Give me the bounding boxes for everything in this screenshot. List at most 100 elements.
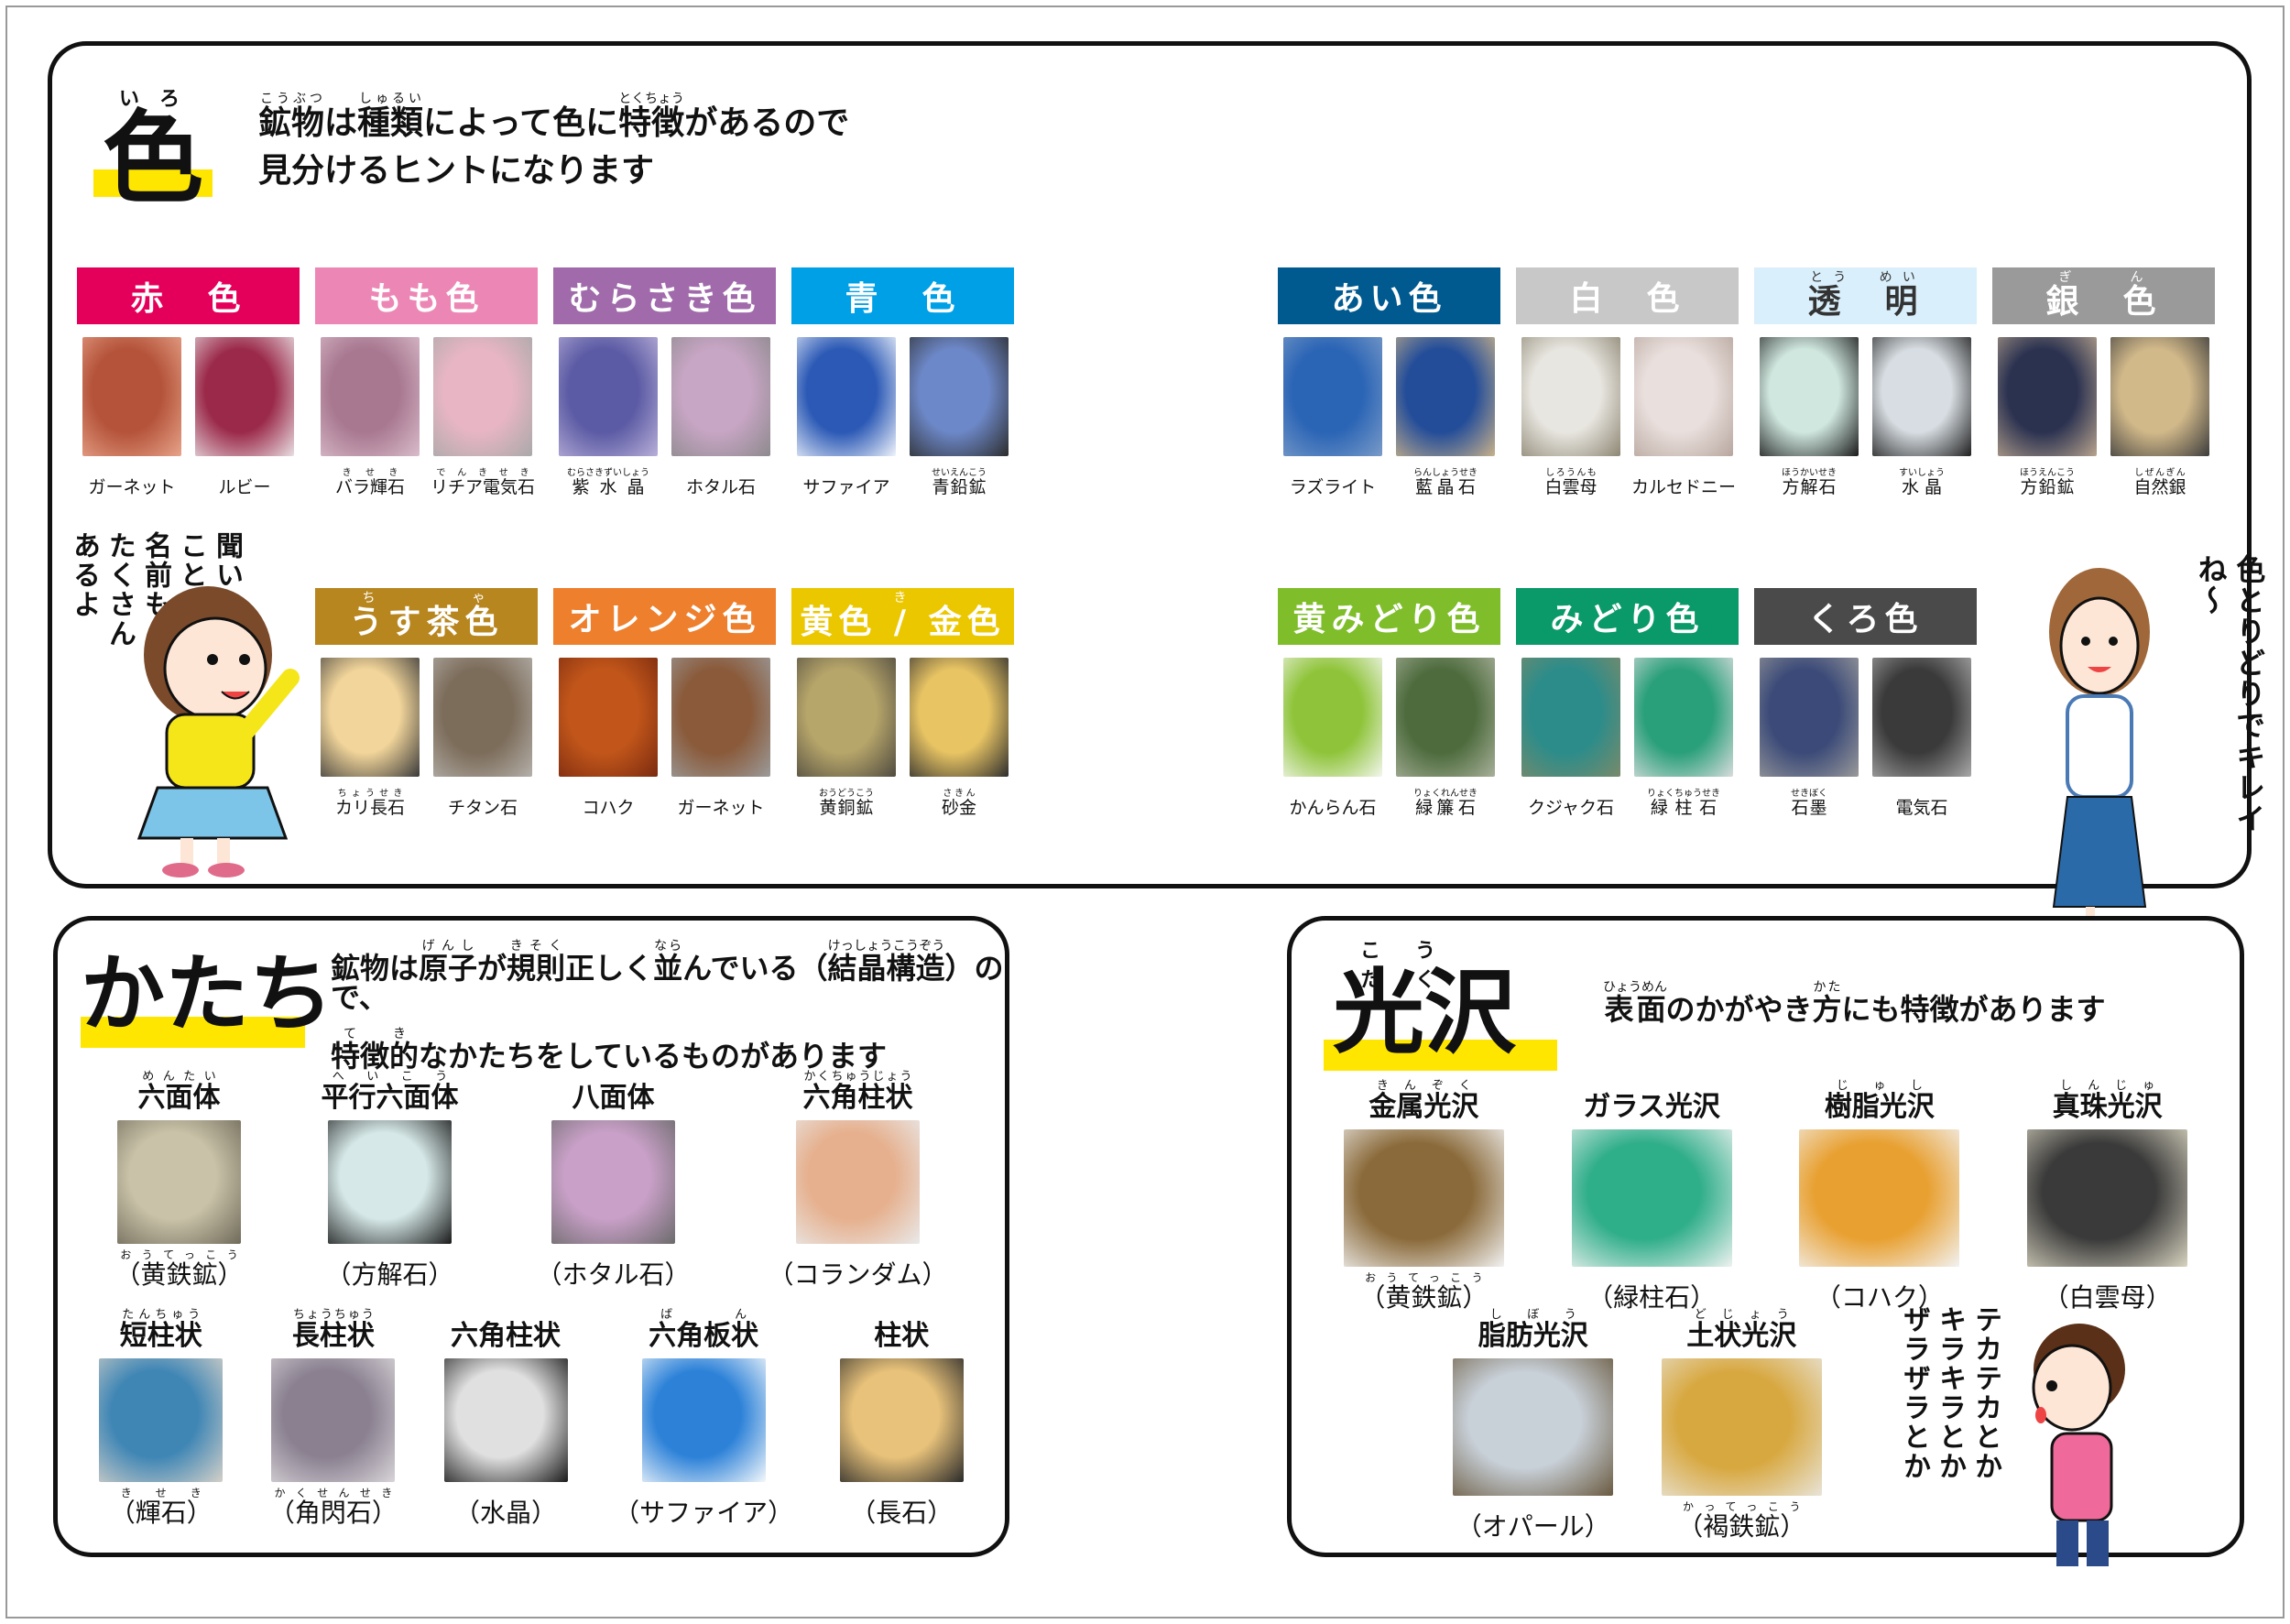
shape-label-text-text: 六角柱状 bbox=[802, 1082, 913, 1114]
color-category-header: もも色 bbox=[315, 267, 538, 324]
page-frame bbox=[5, 5, 2285, 1619]
shape-item: 柱状（長石） bbox=[839, 1305, 964, 1530]
mineral-name-label-ruby: ちょうせき bbox=[334, 789, 405, 799]
color-category-header: 白 色 bbox=[1516, 267, 1739, 324]
mineral-name-label: 紫水晶むらさきずいしょう bbox=[567, 468, 649, 498]
shape-label: 六角板状ばん bbox=[649, 1305, 758, 1353]
shape-label-text: 平行六面体へいこう bbox=[321, 1070, 458, 1115]
mineral-name: コハク bbox=[557, 782, 660, 819]
shape-caption-text-text: （輝石） bbox=[109, 1498, 213, 1528]
mineral-name-label: クジャク石 bbox=[1527, 798, 1615, 818]
shape-caption-text: （角閃石）かくせんせき bbox=[269, 1487, 398, 1530]
gloss-caption-text: （コハク） bbox=[1815, 1282, 1944, 1313]
shape-description: 鉱物は原子げんしが規則きそく正しく並ならんでいる（結晶構造けっしょうこうぞう）の… bbox=[331, 939, 1005, 1085]
mineral-name-label: 石墨せきぼく bbox=[1791, 789, 1827, 819]
color-category-tile: 赤 色ガーネットルビー bbox=[77, 267, 300, 498]
shape-label-text-text: 短柱状 bbox=[119, 1320, 202, 1352]
gloss-label: 樹脂光沢じゅし bbox=[1825, 1076, 1935, 1124]
mineral-sample: 白雲母しろうんも bbox=[1520, 337, 1622, 498]
mineral-name-label-text: 方鉛鉱 bbox=[2020, 477, 2075, 497]
shape-photo bbox=[327, 1120, 452, 1244]
shape-photo bbox=[839, 1358, 964, 1482]
shape-caption-text: （黄鉄鉱）おうてっこう bbox=[114, 1248, 243, 1292]
mineral-name: ガーネット bbox=[670, 782, 772, 819]
shape-photo bbox=[795, 1120, 920, 1244]
color-category-header: みどり色 bbox=[1516, 588, 1739, 645]
color-category-tile: もも色バラ輝石きせきリチア電気石でんきせき bbox=[315, 267, 538, 498]
gloss-caption: （オパール） bbox=[1456, 1499, 1610, 1543]
mineral-pair: 方解石ほうかいせき水晶すいしょう bbox=[1754, 337, 1977, 498]
color-category-tile: 黄色 / 金色き黄銅鉱おうどうこう砂金さきん bbox=[791, 588, 1014, 819]
mineral-name-label-text: リチア電気石 bbox=[431, 477, 536, 497]
mineral-name-label-ruby: さきん bbox=[941, 789, 976, 799]
mineral-pair: 白雲母しろうんもカルセドニー bbox=[1516, 337, 1739, 498]
gloss-caption-text-text: （黄鉄鉱） bbox=[1359, 1282, 1488, 1313]
mineral-name: カリ長石ちょうせき bbox=[319, 782, 421, 819]
color-category-header: 青 色 bbox=[791, 267, 1014, 324]
mineral-name: チタン石 bbox=[431, 782, 534, 819]
gloss-item: 土状光沢どじょう（褐鉄鉱）かってっこう bbox=[1661, 1305, 1822, 1543]
mineral-name-label: 藍晶石らんしょうせき bbox=[1413, 468, 1478, 498]
shape-label-text: 六角板状ばん bbox=[649, 1308, 758, 1353]
color-category-tile: 青 色サファイア青鉛鉱せいえんこう bbox=[791, 267, 1014, 498]
shape-caption: （水晶） bbox=[454, 1486, 557, 1530]
shape-item: 六角柱状かくちゅうじょう（コランダム） bbox=[768, 1067, 947, 1292]
shape-caption-text-ruby: かくせんせき bbox=[268, 1487, 398, 1499]
description-segment: 種類しゅるい bbox=[357, 92, 424, 142]
gloss-item: 脂肪光沢しぼう（オパール） bbox=[1453, 1305, 1614, 1543]
color-group-row2-right: 黄みどり色かんらん石緑簾石りょくれんせきみどり色クジャク石緑柱石りょくちゅうせき… bbox=[1278, 588, 1977, 819]
mineral-pair: バラ輝石きせきリチア電気石でんきせき bbox=[315, 337, 538, 498]
gloss-label-text-ruby: じゅし bbox=[1824, 1079, 1935, 1093]
shape-caption: （長石） bbox=[850, 1486, 953, 1530]
shape-label-text: 八面体 bbox=[572, 1082, 655, 1114]
description-segment-text: 結晶構造 bbox=[827, 951, 945, 986]
shape-photo bbox=[551, 1120, 675, 1244]
mineral-name-label: カルセドニー bbox=[1631, 477, 1737, 497]
shape-label-text-ruby: かくちゅうじょう bbox=[802, 1070, 913, 1084]
description-segment-text: 種類 bbox=[357, 104, 424, 142]
description-segment: 並なら bbox=[653, 939, 682, 986]
color-category-header: くろ色 bbox=[1754, 588, 1977, 645]
color-category-label-text: 銀 色 bbox=[2045, 282, 2162, 321]
shape-caption-text: （水晶） bbox=[453, 1498, 557, 1528]
gloss-photo bbox=[1453, 1358, 1614, 1496]
shape-label: 六面体めんたい bbox=[137, 1067, 220, 1115]
description-segment: 特徴的てき bbox=[331, 1027, 419, 1074]
shape-label: 長柱状ちょうちゅう bbox=[292, 1305, 375, 1353]
mineral-name-label: 砂金さきん bbox=[942, 789, 976, 819]
mineral-name: クジャク石 bbox=[1520, 782, 1622, 819]
mineral-name-label: リチア電気石でんきせき bbox=[431, 468, 535, 498]
description-segment: 規則きそく bbox=[507, 939, 565, 986]
mineral-sample: 藍晶石らんしょうせき bbox=[1394, 337, 1497, 498]
shape-label-text-text: 六面体 bbox=[137, 1082, 221, 1114]
description-line: 鉱物は原子げんしが規則きそく正しく並ならんでいる（結晶構造けっしょうこうぞう）の… bbox=[331, 939, 1005, 1012]
mineral-sample: かんらん石 bbox=[1281, 658, 1384, 819]
gloss-caption: （コハク） bbox=[1816, 1270, 1944, 1314]
color-category-header: 黄色 / 金色き bbox=[791, 588, 1014, 645]
color-category-tile: みどり色クジャク石緑柱石りょくちゅうせき bbox=[1516, 588, 1739, 819]
mineral-pair: コハクガーネット bbox=[553, 658, 776, 819]
mineral-photo bbox=[797, 658, 896, 777]
mineral-name: ガーネット bbox=[81, 462, 183, 498]
shape-label-text-text: 六角板状 bbox=[649, 1320, 759, 1352]
mineral-name: ホタル石 bbox=[670, 462, 772, 498]
description-segment: 鉱物こうぶつ bbox=[258, 92, 324, 142]
mineral-sample: 水晶すいしょう bbox=[1870, 337, 1973, 498]
shape-caption: （方解石） bbox=[325, 1248, 453, 1292]
gloss-label-text-ruby: しんじゅ bbox=[2052, 1079, 2163, 1093]
shape-row-1: 六面体めんたい（黄鉄鉱）おうてっこう平行六面体へいこう（方解石）八面体（ホタル石… bbox=[76, 1067, 987, 1292]
description-segment-ruby: なら bbox=[653, 939, 683, 954]
description-segment: が bbox=[477, 951, 507, 986]
description-segment-text: 原子 bbox=[419, 951, 478, 986]
gloss-caption-text: （オパール） bbox=[1456, 1511, 1610, 1542]
description-segment: 方かた bbox=[1813, 980, 1842, 1027]
mineral-name: ラズライト bbox=[1281, 462, 1384, 498]
mineral-sample: ガーネット bbox=[81, 337, 183, 498]
woman-character-illustration bbox=[2049, 568, 2150, 934]
description-segment-ruby: かた bbox=[1812, 980, 1842, 995]
mineral-name: ルビー bbox=[193, 462, 296, 498]
gloss-item: 金属光沢きんぞく（黄鉄鉱）おうてっこう bbox=[1343, 1076, 1504, 1314]
color-category-label-text: 透 明 bbox=[1807, 282, 1924, 321]
gloss-label-text-ruby: しぼう bbox=[1478, 1308, 1588, 1322]
speech-line: 色とりどりでキレイね〜 bbox=[2193, 554, 2267, 834]
